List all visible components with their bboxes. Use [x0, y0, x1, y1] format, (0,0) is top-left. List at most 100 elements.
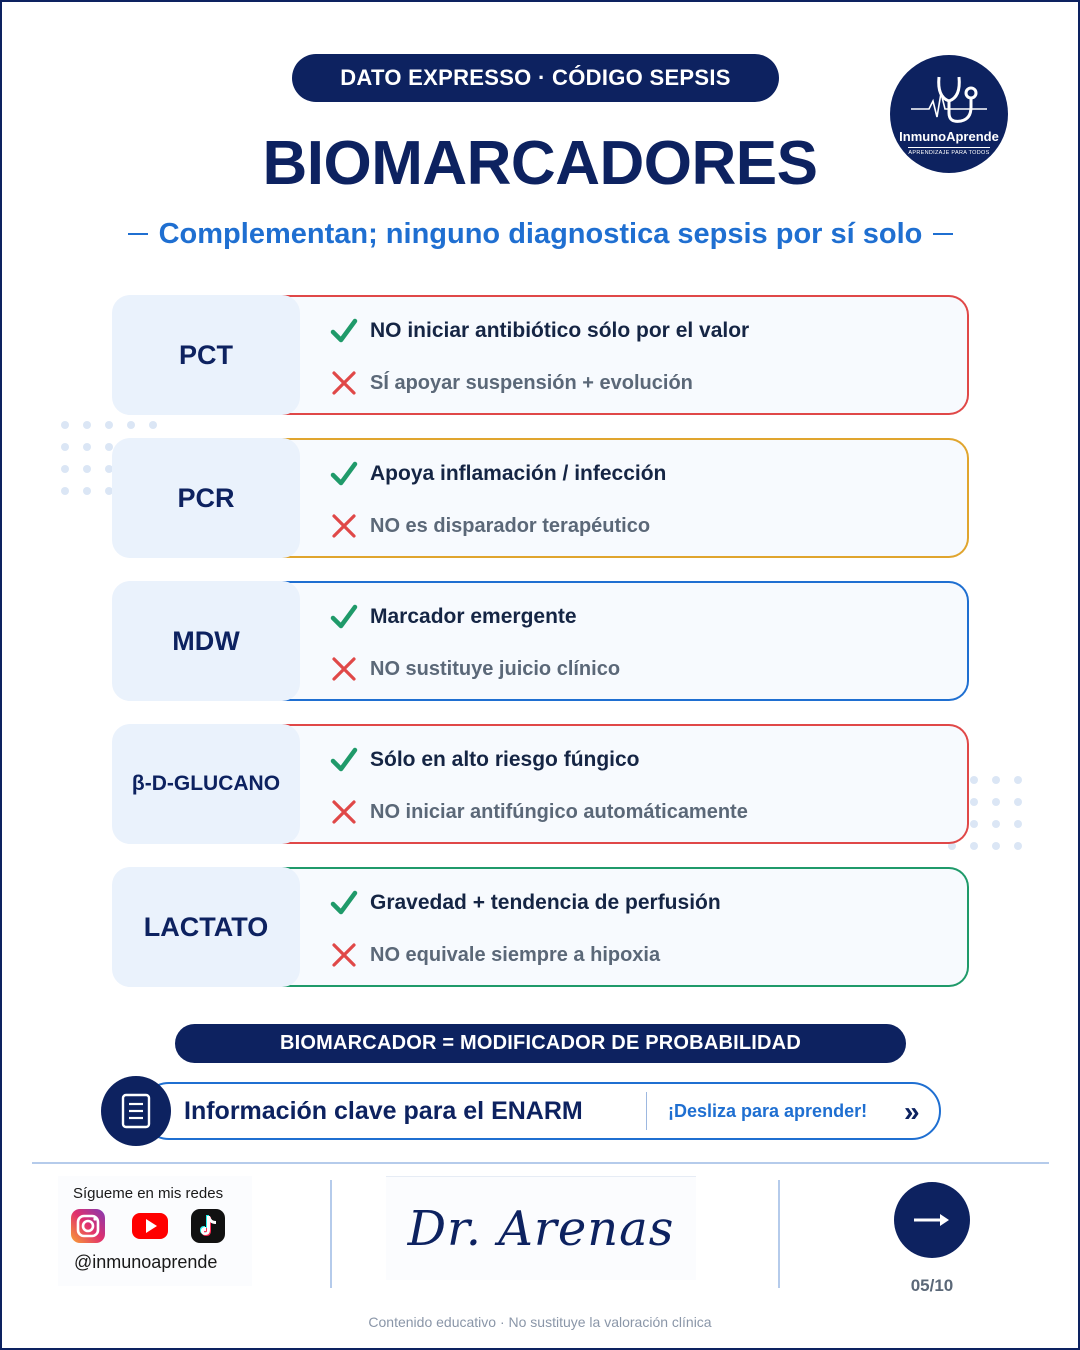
biomarker-con-row: NO es disparador terapéutico: [330, 512, 650, 540]
social-icons: [70, 1208, 226, 1244]
biomarker-pro-row: Marcador emergente: [330, 603, 577, 631]
decorative-dot: [992, 820, 1000, 828]
double-chevron-right-icon[interactable]: »: [904, 1096, 920, 1127]
biomarker-card-body: [280, 724, 969, 844]
biomarker-label: β-D-GLUCANO: [112, 724, 300, 844]
summary-banner: BIOMARCADOR = MODIFICADOR DE PROBABILIDA…: [175, 1024, 906, 1063]
biomarker-con-text: NO es disparador terapéutico: [370, 514, 651, 537]
biomarker-label: PCR: [112, 438, 300, 558]
enarm-swipe-bar[interactable]: [140, 1082, 941, 1140]
cross-icon: [330, 512, 358, 540]
page-title: BIOMARCADORES: [262, 129, 818, 198]
author-signature: Dr. Arenas: [386, 1176, 696, 1280]
decorative-dot: [83, 443, 91, 451]
biomarker-con-text: NO sustituye juicio clínico: [370, 657, 621, 680]
page-subtitle: Complementan; ninguno diagnostica sepsis…: [158, 217, 923, 250]
subtitle-line-left: [128, 233, 148, 235]
enarm-label: Información clave para el ENARM: [184, 1097, 583, 1125]
stethoscope-icon: [911, 76, 987, 123]
biomarker-card-body: [280, 581, 969, 701]
decorative-dot: [83, 465, 91, 473]
decorative-dot: [970, 798, 978, 806]
biomarker-pro-row: Sólo en alto riesgo fúngico: [330, 746, 640, 774]
social-handle[interactable]: @inmunoaprende: [74, 1252, 218, 1272]
cross-icon: [330, 369, 358, 397]
decorative-dot: [1014, 820, 1022, 828]
page-indicator: 05/10: [910, 1276, 954, 1295]
brand-logo: InmunoAprende APRENDIZAJE PARA TODOS: [890, 55, 1008, 173]
decorative-dot: [83, 487, 91, 495]
cross-icon: [330, 798, 358, 826]
decorative-dot: [61, 443, 69, 451]
biomarker-pro-row: NO iniciar antibiótico sólo por el valor: [330, 317, 749, 345]
decorative-dot: [970, 842, 978, 850]
biomarker-card-body: [280, 867, 969, 987]
decorative-dot: [970, 820, 978, 828]
cross-icon: [330, 655, 358, 683]
check-icon: [330, 746, 358, 774]
biomarker-card-body: [280, 295, 969, 415]
decorative-dot: [149, 421, 157, 429]
decorative-dot: [1014, 798, 1022, 806]
biomarker-con-text: NO iniciar antifúngico automáticamente: [370, 800, 748, 823]
next-page-button[interactable]: [894, 1182, 970, 1258]
logo-tagline: APRENDIZAJE PARA TODOS: [908, 146, 990, 156]
subtitle-row: Complementan; ninguno diagnostica sepsis…: [128, 216, 953, 252]
youtube-icon[interactable]: [130, 1208, 168, 1244]
biomarker-card-body: [280, 438, 969, 558]
biomarker-pro-text: NO iniciar antibiótico sólo por el valor: [370, 319, 750, 342]
biomarker-pro-row: Gravedad + tendencia de perfusión: [330, 889, 721, 917]
biomarker-pro-row: Apoya inflamación / infección: [330, 460, 666, 488]
decorative-dot: [61, 465, 69, 473]
biomarker-pro-text: Marcador emergente: [370, 605, 577, 628]
decorative-dot: [1014, 842, 1022, 850]
decorative-dot: [83, 421, 91, 429]
biomarker-pro-text: Sólo en alto riesgo fúngico: [370, 748, 640, 771]
header-badge: DATO EXPRESSO · CÓDIGO SEPSIS: [292, 54, 779, 102]
biomarker-card: MDW Marcador emergente NO sustituye juicio…: [112, 581, 969, 701]
biomarker-card: PCR Apoya inflamación / infección NO es di…: [112, 438, 969, 558]
footer-separator-1: [330, 1180, 332, 1288]
decorative-dot: [992, 798, 1000, 806]
enarm-divider: [646, 1092, 647, 1130]
biomarker-label: PCT: [112, 295, 300, 415]
decorative-dot: [105, 487, 113, 495]
check-icon: [330, 460, 358, 488]
check-icon: [330, 889, 358, 917]
biomarker-pro-text: Apoya inflamación / infección: [370, 462, 667, 485]
biomarker-card: LACTATO Gravedad + tendencia de perfusión…: [112, 867, 969, 987]
biomarker-label: MDW: [112, 581, 300, 701]
social-block: Sígueme en mis redes: [58, 1176, 252, 1286]
tiktok-icon[interactable]: [190, 1208, 226, 1244]
swipe-cta[interactable]: ¡Desliza para aprender!: [668, 1101, 868, 1121]
biomarker-card: PCT NO iniciar antibiótico sólo por el va…: [112, 295, 969, 415]
decorative-dot: [105, 421, 113, 429]
decorative-dot: [948, 842, 956, 850]
biomarker-con-row: NO equivale siempre a hipoxia: [330, 941, 660, 969]
decorative-dot: [61, 487, 69, 495]
social-follow-label: Sígueme en mis redes: [73, 1185, 224, 1202]
biomarker-con-row: SÍ apoyar suspensión + evolución: [330, 369, 693, 397]
decorative-dot: [970, 776, 978, 784]
subtitle-line-right: [933, 233, 953, 235]
decorative-dot: [992, 776, 1000, 784]
decorative-dot: [992, 842, 1000, 850]
biomarker-con-row: NO iniciar antifúngico automáticamente: [330, 798, 748, 826]
decorative-dot: [61, 421, 69, 429]
signature-text: Dr. Arenas: [407, 1200, 675, 1257]
biomarker-con-text: NO equivale siempre a hipoxia: [370, 943, 661, 966]
decorative-dot: [105, 443, 113, 451]
decorative-dot: [105, 465, 113, 473]
cross-icon: [330, 941, 358, 969]
logo-name: InmunoAprende: [899, 128, 999, 144]
biomarker-con-row: NO sustituye juicio clínico: [330, 655, 620, 683]
footer-divider: [32, 1162, 1049, 1164]
instagram-icon[interactable]: [70, 1208, 106, 1244]
arrow-right-icon: [914, 1214, 949, 1226]
biomarker-pro-text: Gravedad + tendencia de perfusión: [370, 891, 721, 914]
biomarker-label: LACTATO: [112, 867, 300, 987]
document-icon: [101, 1076, 171, 1146]
check-icon: [330, 603, 358, 631]
check-icon: [330, 317, 358, 345]
